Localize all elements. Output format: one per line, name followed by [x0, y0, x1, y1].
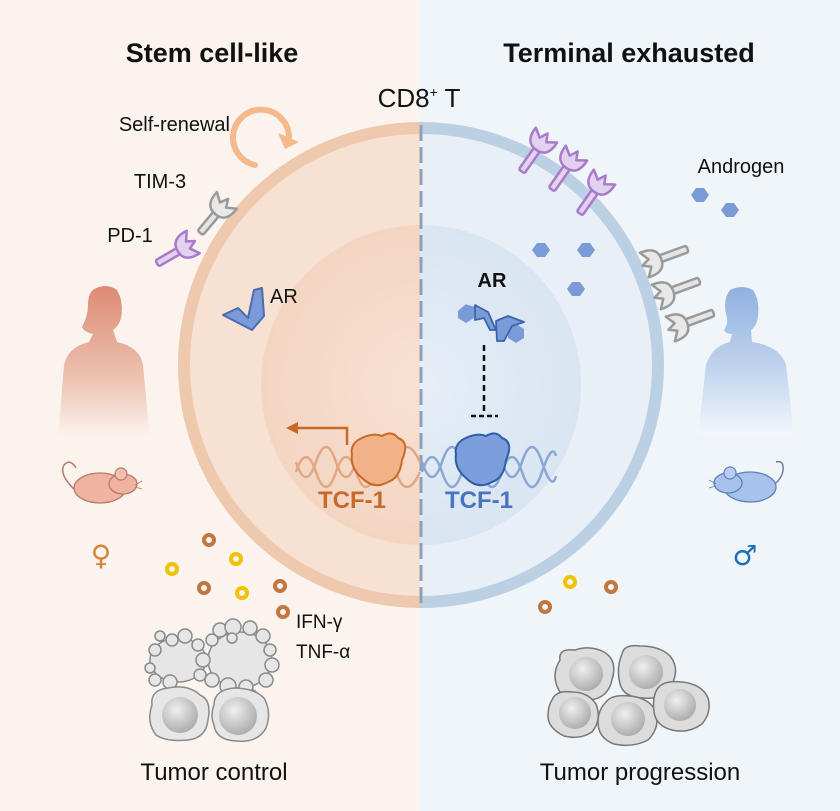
male-symbol: ♂ — [732, 539, 757, 572]
ar-dimer-icon — [458, 304, 525, 343]
tumor-nucleus — [559, 697, 591, 729]
hexagon-icon — [691, 188, 709, 202]
tim3-receptor-icon — [650, 276, 702, 311]
pd1-label: PD-1 — [107, 225, 153, 247]
tumor-nucleus — [162, 697, 198, 733]
cytokine-dot — [165, 562, 179, 576]
left-title: Stem cell-like — [126, 38, 299, 68]
cytokine-dots-right — [538, 575, 618, 614]
right-title: Terminal exhausted — [503, 38, 755, 68]
androgen-hexagons — [532, 188, 739, 296]
outcome-right: Tumor progression — [540, 759, 741, 786]
pd1-receptor-icon — [518, 126, 559, 174]
transcription-arrow-icon — [286, 422, 349, 445]
tim3-receptor-icon — [197, 190, 239, 236]
self-renewal-label: Self-renewal — [119, 114, 230, 136]
tim3-label: TIM-3 — [134, 171, 186, 193]
tcf1-protein-right — [454, 432, 511, 487]
tumor-nucleus — [569, 657, 603, 691]
cytokine-dot — [276, 605, 290, 619]
ar-label-right: AR — [478, 270, 507, 292]
cytokine-dot — [229, 552, 243, 566]
pd1-receptor-icon — [548, 144, 589, 192]
female-symbol: ♀ — [91, 539, 112, 572]
androgen-label: Androgen — [698, 156, 785, 178]
cytokine-dot — [273, 579, 287, 593]
cell-type-suffix: T — [438, 83, 461, 113]
cytokine-dot — [563, 575, 577, 589]
cell-type-label: CD8+ T — [378, 83, 461, 113]
tumor-nucleus — [664, 689, 696, 721]
cell-type-superscript: + — [430, 84, 438, 100]
tumor-nucleus — [629, 655, 663, 689]
ar-label-left: AR — [270, 286, 298, 308]
pd1-receptors-right — [518, 126, 617, 216]
ar-receptor-icon-left — [222, 287, 265, 331]
cell-type-main: CD8 — [378, 83, 430, 113]
tim3-receptors-right — [638, 244, 716, 343]
tcf1-label-right: TCF-1 — [445, 487, 513, 514]
tim3-receptor-icon — [664, 308, 716, 343]
hexagon-icon — [577, 243, 595, 257]
female-mouse-icon — [61, 461, 143, 504]
pd1-receptor-icon — [154, 229, 201, 267]
male-mouse-icon — [708, 460, 784, 503]
cytokine-label-tnf: TNF-α — [296, 642, 350, 663]
tcf1-label-left: TCF-1 — [318, 487, 386, 514]
male-silhouette-icon — [698, 287, 794, 435]
cytokine-dot — [604, 580, 618, 594]
cytokine-dots-left — [165, 533, 290, 619]
hexagon-icon — [567, 282, 585, 296]
cytokine-dot — [202, 533, 216, 547]
hexagon-icon — [721, 203, 739, 217]
hexagon-icon — [532, 243, 550, 257]
inhibition-arrow-icon — [471, 345, 498, 418]
pd1-receptor-icon — [576, 168, 617, 216]
tumor-nucleus — [219, 697, 257, 735]
cytokine-dot — [538, 600, 552, 614]
cytokine-label-ifn: IFN-γ — [296, 612, 343, 633]
tumor-nucleus — [611, 702, 645, 736]
tcf1-protein-left — [350, 432, 407, 487]
cytokine-dot — [197, 581, 211, 595]
outcome-left: Tumor control — [140, 759, 287, 786]
female-silhouette-icon — [58, 286, 150, 440]
cytokine-dot — [235, 586, 249, 600]
circular-arrow-icon — [230, 106, 299, 168]
tim3-receptor-icon — [638, 244, 690, 279]
